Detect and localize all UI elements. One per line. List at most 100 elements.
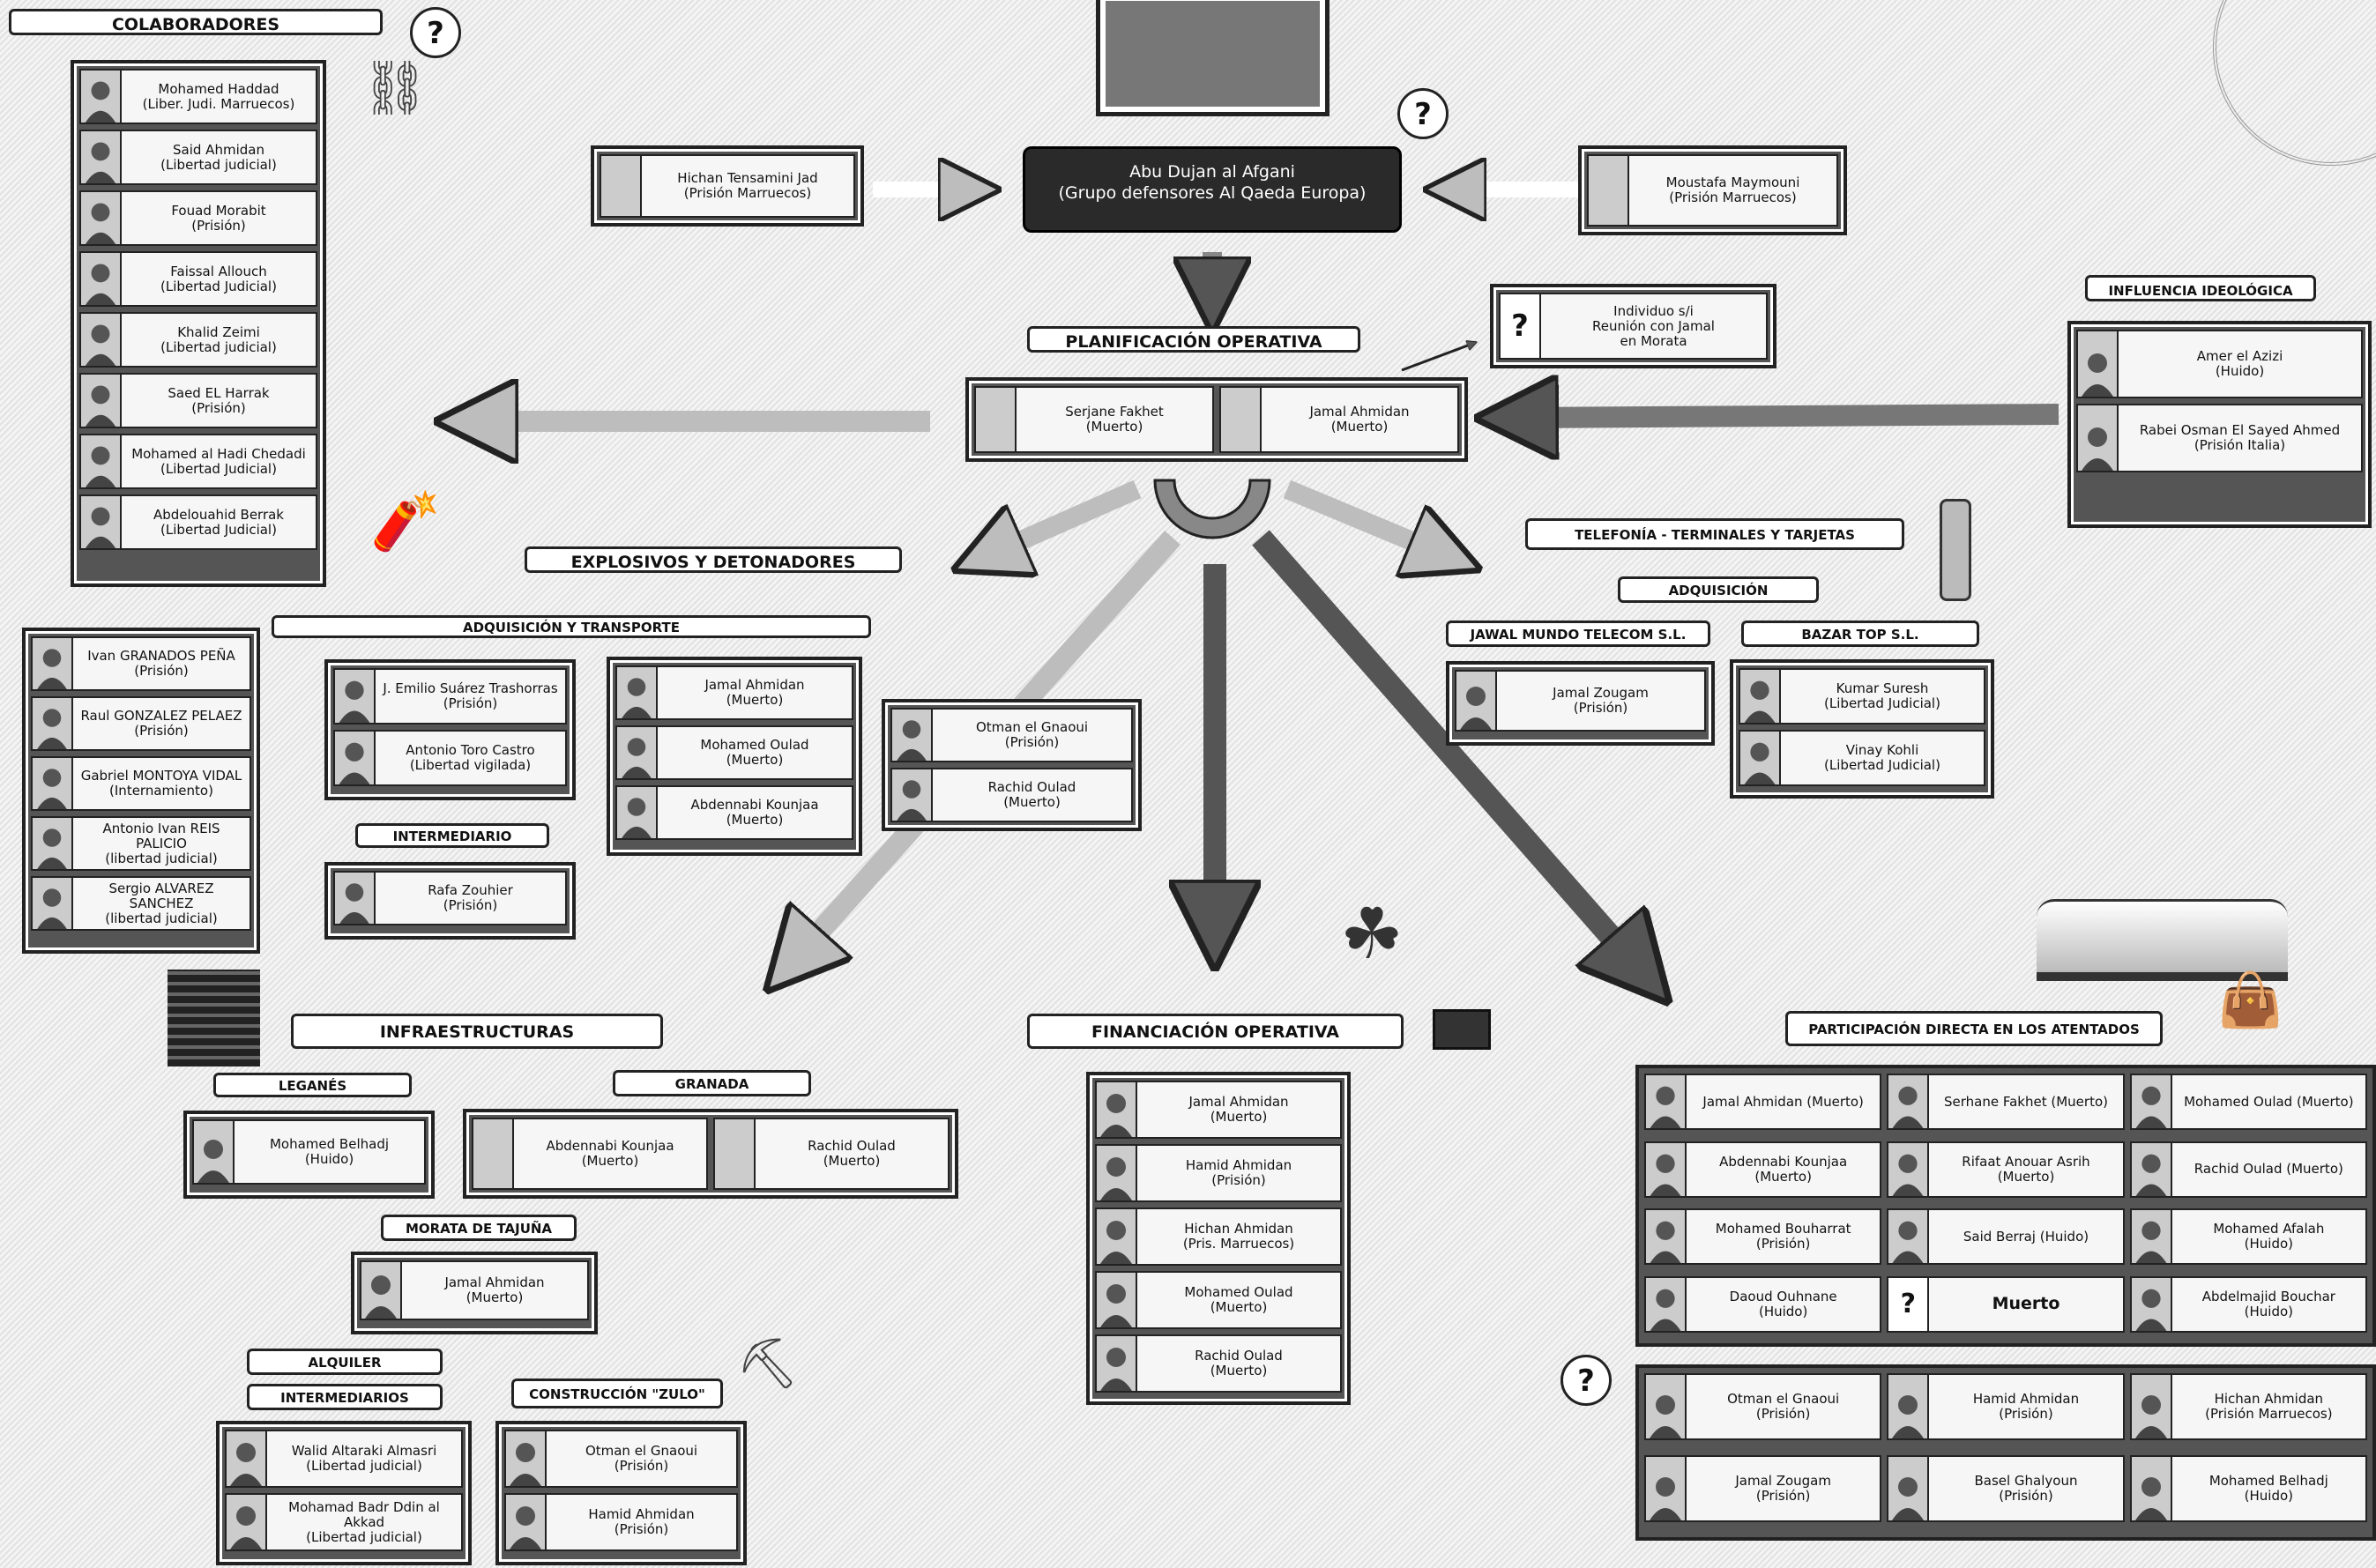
building-icon bbox=[168, 970, 260, 1066]
leganes-title: LEGANÉS bbox=[213, 1073, 412, 1097]
person-card: Jamal Zougam(Prisión) bbox=[1455, 670, 1706, 732]
person-card: Basel Ghalyoun(Prisión) bbox=[1887, 1455, 2124, 1522]
person-photo bbox=[892, 710, 933, 761]
person-card: Khalid Zeimi(Libertad judicial) bbox=[79, 312, 317, 368]
granada-group: Abdennabi Kounjaa(Muerto) Rachid Oulad(M… bbox=[463, 1109, 958, 1199]
person-photo bbox=[335, 732, 376, 784]
person-photo bbox=[715, 1119, 756, 1188]
person-card: Otman el Gnaoui(Prisión) bbox=[1644, 1373, 1881, 1440]
person-photo bbox=[601, 156, 642, 216]
person-photo bbox=[617, 727, 658, 778]
person-photo bbox=[81, 435, 122, 487]
person-card: Hichan Ahmidan(Pris. Marruecos) bbox=[1095, 1208, 1342, 1266]
person-photo bbox=[1646, 1457, 1687, 1520]
person-status: (Muerto) bbox=[661, 693, 848, 708]
planificacion-group: Serjane Fakhet(Muerto) Jamal Ahmidan(Mue… bbox=[965, 377, 1468, 462]
person-name: J. Emilio Suárez Trashorras bbox=[379, 681, 562, 696]
person-photo bbox=[2132, 1375, 2172, 1438]
person-photo bbox=[335, 873, 376, 924]
person-photo bbox=[2078, 331, 2119, 397]
person-status: (Libertad Judicial) bbox=[125, 462, 312, 477]
unknown-photo: ? bbox=[1501, 294, 1541, 358]
person-status: (Pris. Marruecos) bbox=[1141, 1237, 1337, 1252]
colaboradores-group: Mohamed Haddad(Liber. Judi. Marruecos)Sa… bbox=[71, 60, 326, 587]
leader-name: Abu Dujan al Afgani bbox=[1025, 161, 1399, 182]
handcuffs-icon: ⛓ bbox=[361, 62, 428, 115]
person-card: Fouad Morabit(Prisión) bbox=[79, 190, 317, 246]
cannabis-leaf-icon: ☘ bbox=[1340, 899, 1404, 970]
person-name: Mohamed Belhadj bbox=[238, 1137, 421, 1152]
person-name: Mohamed Afalah bbox=[2176, 1222, 2362, 1237]
dynamite-icon: 🧨 bbox=[370, 494, 441, 550]
person-name: Said Ahmidan bbox=[125, 143, 312, 158]
person-photo bbox=[1589, 156, 1629, 225]
person-name: Antonio Ivan REIS PALICIO bbox=[77, 821, 246, 851]
atentados-title: PARTICIPACIÓN DIRECTA EN LOS ATENTADOS bbox=[1785, 1011, 2163, 1046]
person-status: (Prisión) bbox=[379, 696, 562, 711]
person-photo bbox=[227, 1431, 267, 1486]
person-status: (Prisión) bbox=[125, 219, 312, 234]
mobile-phone-icon bbox=[1940, 499, 1971, 601]
construccion-group: Otman el Gnaoui(Prisión)Hamid Ahmidan(Pr… bbox=[495, 1421, 747, 1565]
person-name: Hichan Tensamini Jad bbox=[645, 171, 850, 186]
group-photo-frame bbox=[1096, 0, 1330, 116]
person-photo bbox=[1097, 1209, 1137, 1264]
person-card: Hichan Tensamini Jad(Prisión Marruecos) bbox=[600, 154, 855, 218]
person-name: Mohamed Oulad bbox=[661, 738, 848, 753]
person-status: (Muerto) bbox=[1141, 1364, 1337, 1379]
person-status: (Prisión) bbox=[1933, 1407, 2119, 1422]
person-status: (Libertad judicial) bbox=[271, 1530, 458, 1545]
person-status: (Prisión Marruecos) bbox=[2176, 1407, 2362, 1422]
person-card: Serhane Fakhet (Muerto) bbox=[1887, 1074, 2124, 1130]
person-card: Saed EL Harrak(Prisión) bbox=[79, 373, 317, 428]
person-status: (Muerto) bbox=[936, 795, 1128, 810]
person-card: Moustafa Maymouni(Prisión Marruecos) bbox=[1587, 154, 1838, 227]
person-photo bbox=[617, 787, 658, 838]
financiacion-group: Jamal Ahmidan(Muerto)Hamid Ahmidan(Prisi… bbox=[1086, 1072, 1351, 1405]
person-photo bbox=[1888, 1210, 1929, 1263]
intermediario-title: INTERMEDIARIO bbox=[355, 823, 549, 848]
person-name: Rafa Zouhier bbox=[379, 883, 562, 898]
leader-group: (Grupo defensores Al Qaeda Europa) bbox=[1025, 182, 1399, 204]
person-name: Otman el Gnaoui bbox=[1690, 1392, 1876, 1407]
person-card: Mohamed Bouharrat(Prisión) bbox=[1644, 1208, 1881, 1265]
person-name: Rachid Oulad bbox=[759, 1139, 944, 1154]
unknown-line: Reunión con Jamal bbox=[1545, 319, 1762, 334]
person-photo bbox=[335, 670, 376, 723]
person-name: Rabei Osman El Sayed Ahmed bbox=[2122, 423, 2357, 438]
person-photo bbox=[81, 131, 122, 183]
person-status: (Prisión) bbox=[550, 1459, 733, 1474]
person-name: Hamid Ahmidan bbox=[550, 1507, 733, 1522]
person-photo bbox=[473, 1119, 514, 1188]
intermediario-group: Rafa Zouhier(Prisión) bbox=[324, 862, 576, 940]
person-name: Hichan Ahmidan bbox=[2176, 1392, 2362, 1407]
alquiler-title: ALQUILER bbox=[247, 1349, 443, 1375]
person-photo bbox=[1646, 1278, 1687, 1331]
morata-group: Jamal Ahmidan(Muerto) bbox=[351, 1252, 598, 1334]
person-card: Daoud Ouhnane(Huido) bbox=[1644, 1276, 1881, 1333]
person-status: (Prisión) bbox=[1141, 1173, 1337, 1188]
person-card: Jamal Ahmidan(Muerto) bbox=[360, 1260, 589, 1320]
leganes-group: Mohamed Belhadj(Huido) bbox=[183, 1111, 435, 1199]
unknown-person-card: ?Muerto bbox=[1887, 1276, 2124, 1333]
others-group: Otman el Gnaoui(Prisión)Rachid Oulad(Mue… bbox=[882, 699, 1142, 831]
person-name: Mohamed Oulad bbox=[1141, 1285, 1337, 1300]
person-name: Amer el Azizi bbox=[2122, 349, 2357, 364]
person-photo bbox=[361, 1262, 402, 1319]
person-card: Rachid Oulad(Muerto) bbox=[713, 1118, 950, 1190]
person-card: Mohamed Oulad(Muerto) bbox=[1095, 1271, 1342, 1329]
person-card: Mohamed Belhadj(Huido) bbox=[2130, 1455, 2367, 1522]
person-name: Vinay Kohli bbox=[1784, 743, 1980, 758]
person-name: Moustafa Maymouni bbox=[1633, 175, 1833, 190]
person-name: Rachid Oulad bbox=[1141, 1349, 1337, 1364]
jawal-group: Jamal Zougam(Prisión) bbox=[1446, 661, 1715, 746]
person-status: (Prisión) bbox=[379, 898, 562, 913]
person-photo bbox=[81, 71, 122, 123]
person-status: (Prisión) bbox=[1501, 701, 1701, 716]
person-photo bbox=[1456, 672, 1497, 730]
infraestructuras-title: INFRAESTRUCTURAS bbox=[291, 1014, 663, 1049]
person-photo bbox=[1646, 1075, 1687, 1128]
money-stack-icon bbox=[1433, 1009, 1491, 1050]
person-name: Khalid Zeimi bbox=[125, 325, 312, 340]
bazar-title: BAZAR TOP S.L. bbox=[1741, 621, 1979, 647]
